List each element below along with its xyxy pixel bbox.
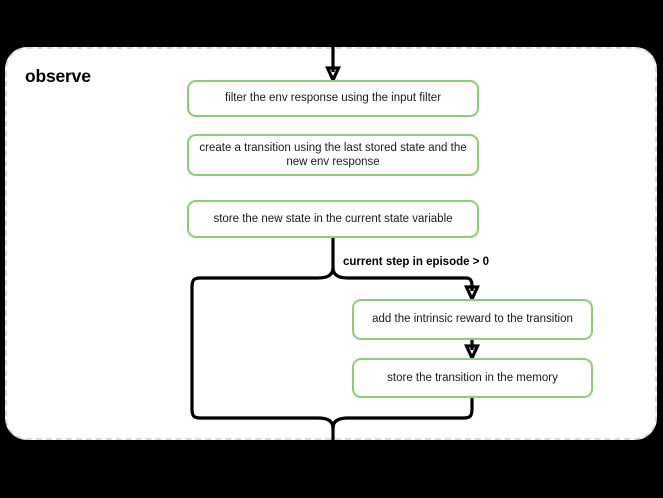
node-add-intrinsic-reward[interactable]: add the intrinsic reward to the transiti… [352,299,593,340]
edge-label-condition: current step in episode > 0 [343,256,490,268]
node-create-transition[interactable]: create a transition using the last store… [187,134,479,176]
node-store-transition-memory[interactable]: store the transition in the memory [352,358,593,398]
node-store-new-state[interactable]: store the new state in the current state… [187,200,479,238]
group-title: observe [25,66,91,86]
node-filter-env-response[interactable]: filter the env response using the input … [187,80,479,117]
